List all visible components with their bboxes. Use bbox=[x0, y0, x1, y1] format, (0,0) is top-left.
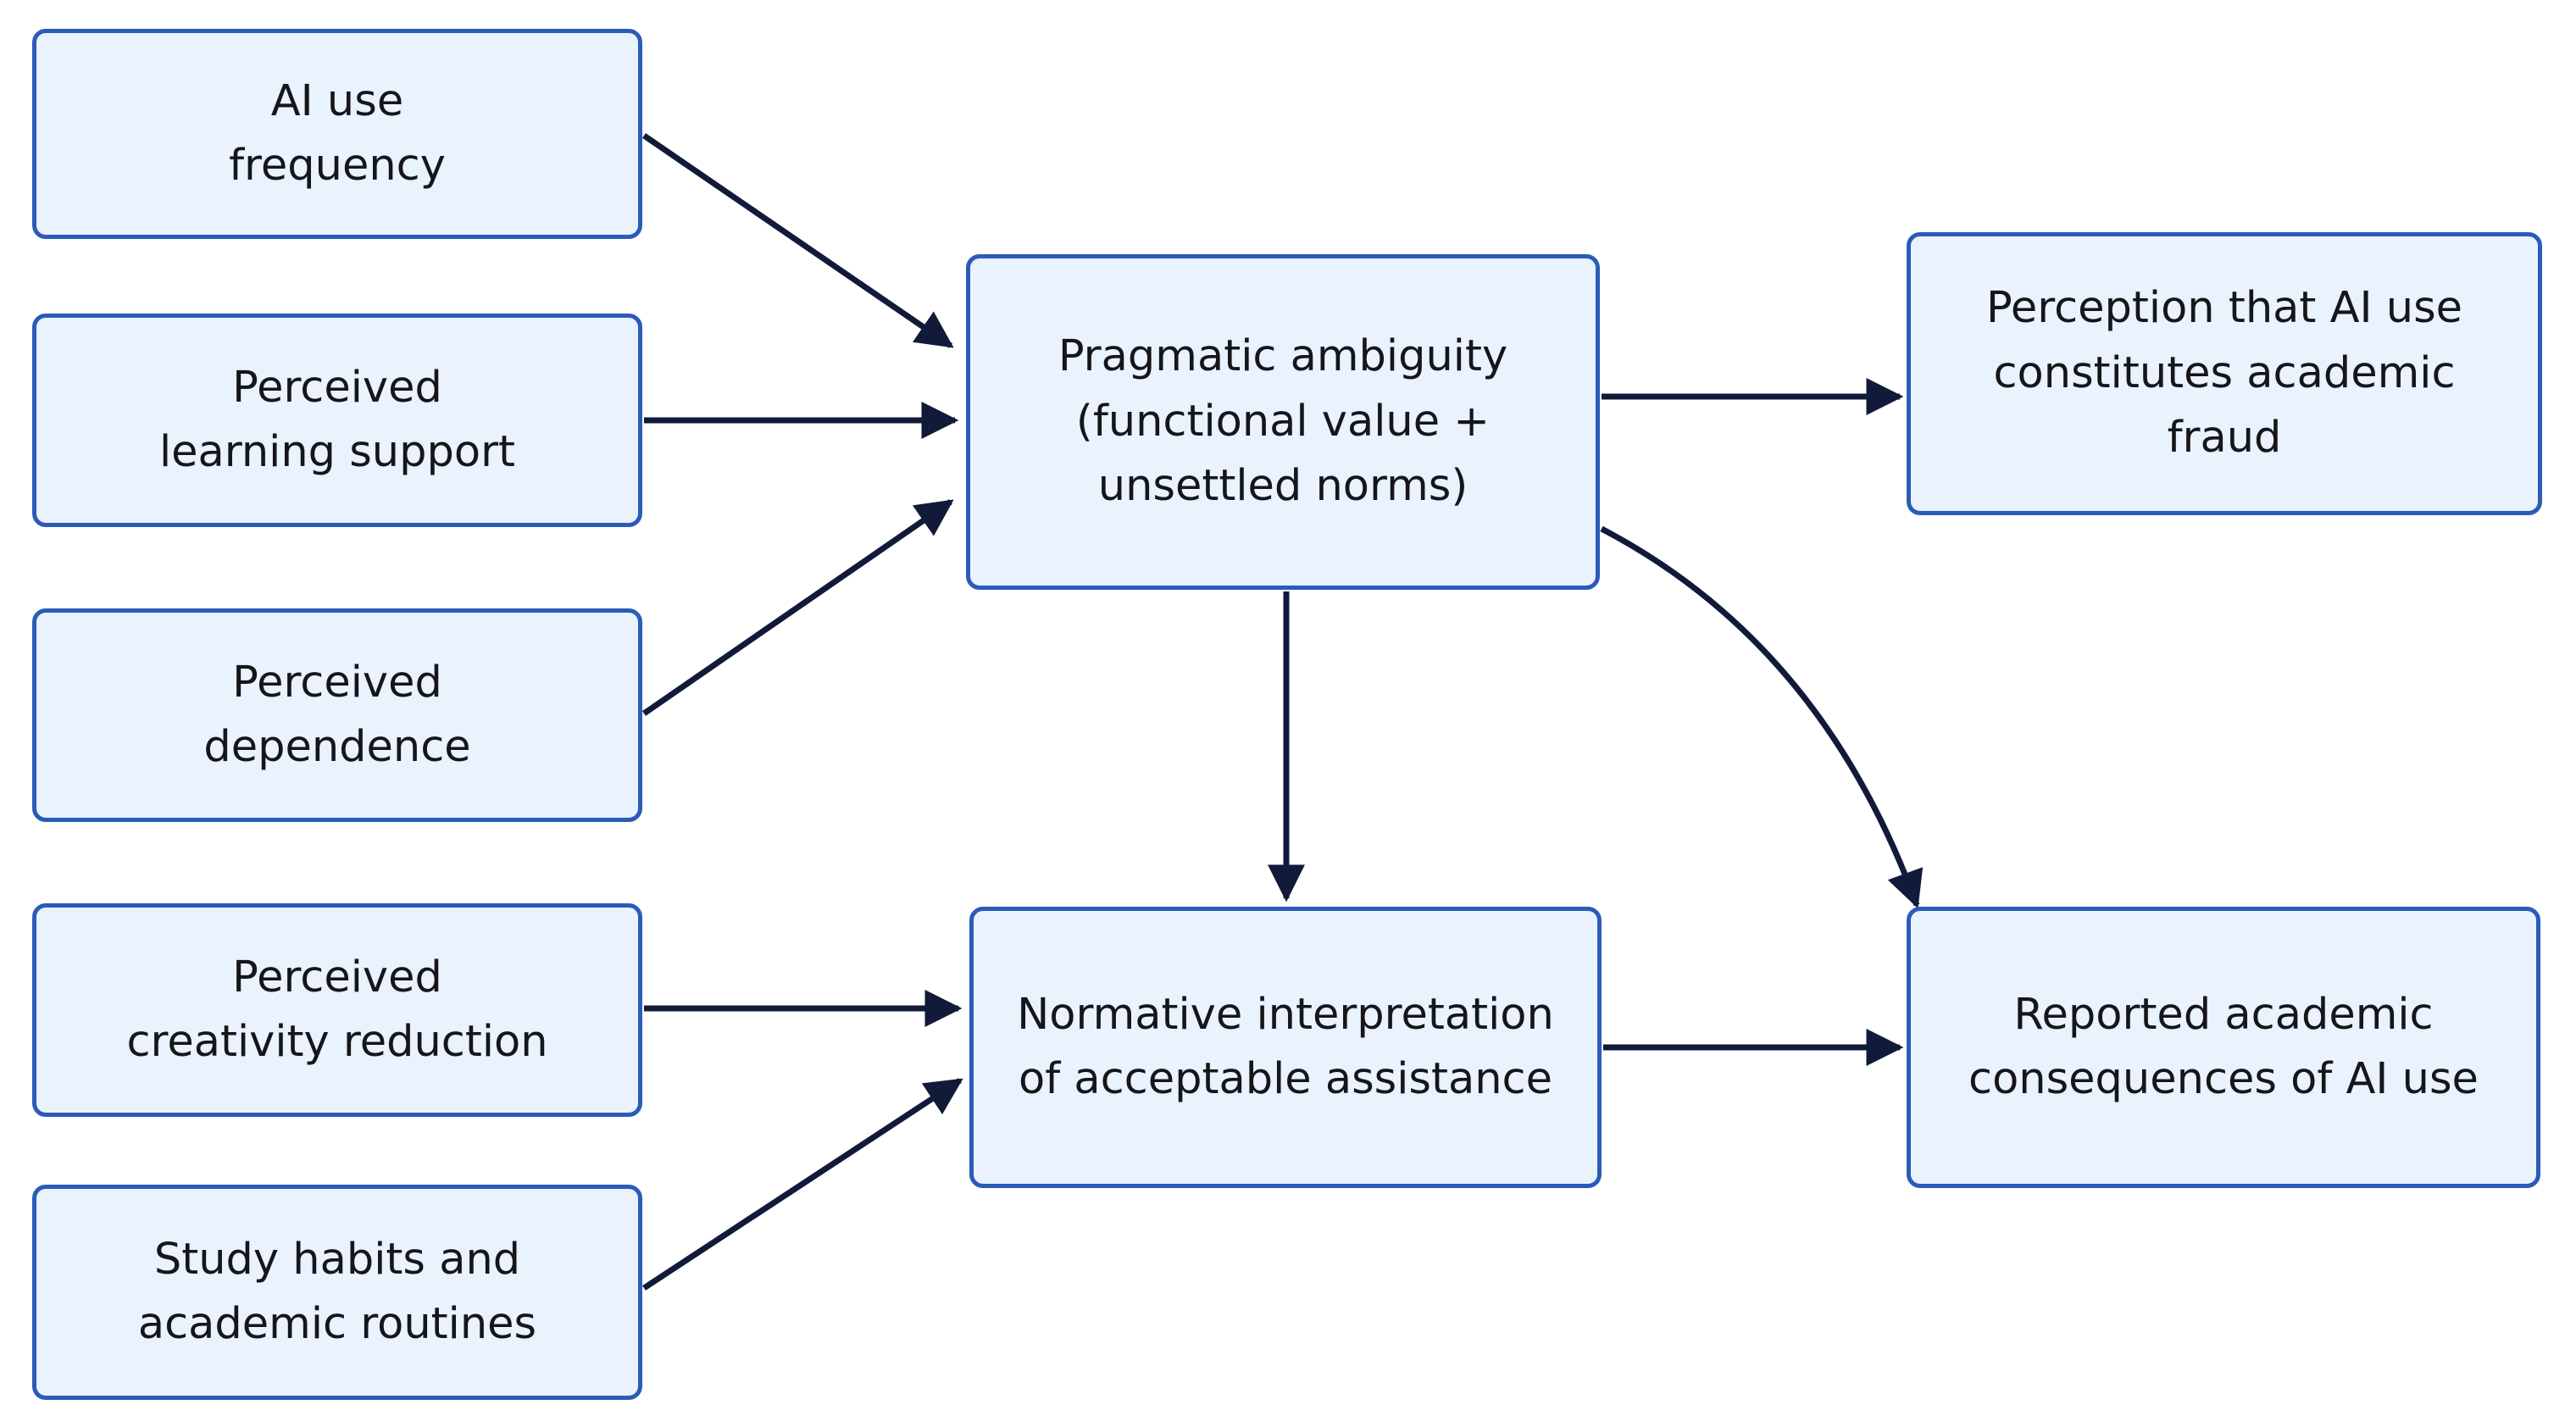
node-perception-fraud-label: Perception that AI use constitutes acade… bbox=[1985, 283, 2463, 464]
node-perceived-creativity-reduction: Perceived creativity reduction bbox=[32, 903, 642, 1117]
node-pragmatic-ambiguity-label: Pragmatic ambiguity (functional value + … bbox=[1058, 331, 1508, 512]
node-study-habits-label: Study habits and academic routines bbox=[137, 1234, 537, 1350]
edge-ai-use-frequency-to-pragmatic-ambiguity bbox=[642, 133, 954, 348]
node-normative-interpretation-label: Normative interpretation of acceptable a… bbox=[1017, 989, 1554, 1105]
node-normative-interpretation: Normative interpretation of acceptable a… bbox=[969, 907, 1602, 1188]
node-ai-use-frequency-label: AI use frequency bbox=[229, 75, 446, 192]
node-reported-consequences: Reported academic consequences of AI use bbox=[1907, 907, 2540, 1188]
edge-dependence-to-pragmatic-ambiguity bbox=[642, 499, 954, 716]
node-reported-consequences-label: Reported academic consequences of AI use bbox=[1968, 989, 2479, 1105]
edge-pragmatic-ambiguity-to-reported-consequences bbox=[1600, 525, 1924, 909]
node-perceived-learning-support-label: Perceived learning support bbox=[158, 362, 516, 478]
node-perception-fraud: Perception that AI use constitutes acade… bbox=[1907, 232, 2542, 515]
node-perceived-learning-support: Perceived learning support bbox=[32, 314, 642, 527]
node-pragmatic-ambiguity: Pragmatic ambiguity (functional value + … bbox=[966, 254, 1600, 590]
edge-study-habits-to-normative-interpretation bbox=[642, 1078, 963, 1291]
node-perceived-creativity-reduction-label: Perceived creativity reduction bbox=[126, 952, 548, 1068]
node-perceived-dependence-label: Perceived dependence bbox=[203, 657, 471, 773]
node-ai-use-frequency: AI use frequency bbox=[32, 29, 642, 239]
node-perceived-dependence: Perceived dependence bbox=[32, 608, 642, 822]
node-study-habits: Study habits and academic routines bbox=[32, 1185, 642, 1400]
